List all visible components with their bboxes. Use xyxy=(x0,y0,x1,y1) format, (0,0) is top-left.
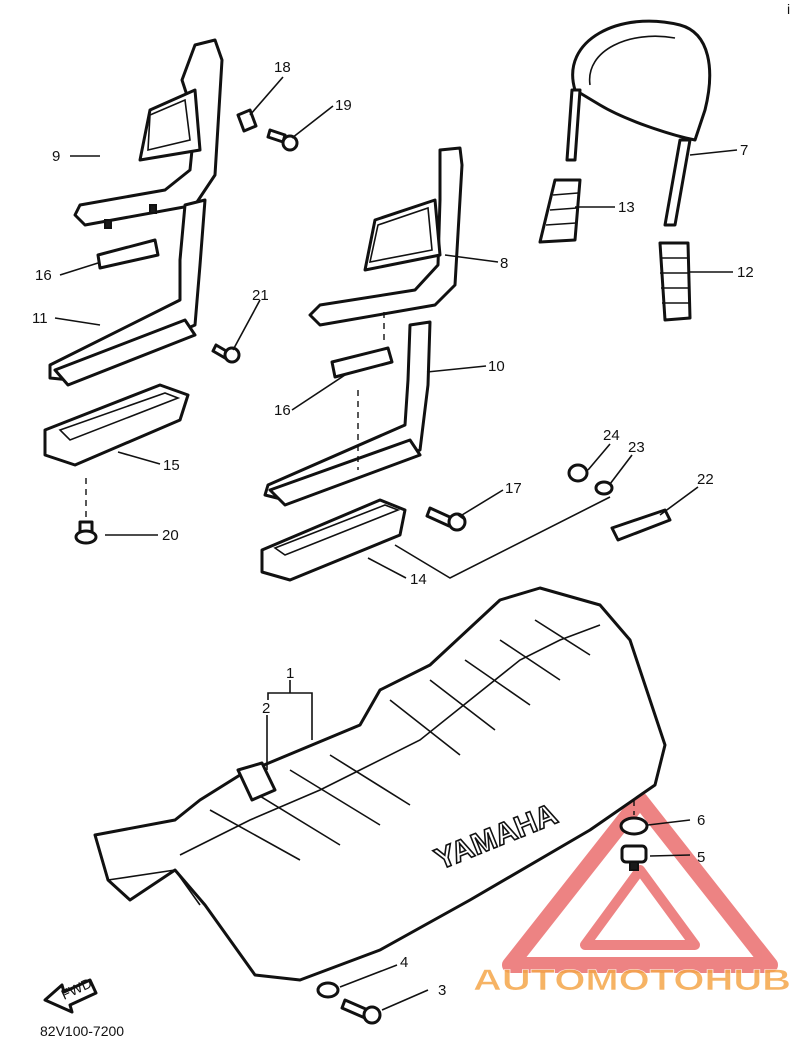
assembly-lines xyxy=(85,312,635,815)
label-part-8: 8 xyxy=(500,255,508,272)
label-part-19: 19 xyxy=(335,97,352,114)
label-part-15: 15 xyxy=(163,457,180,474)
part-number-labels: 1 2 3 4 5 6 7 8 9 10 11 12 13 14 15 16 1… xyxy=(32,59,754,999)
leader-lines xyxy=(54,76,738,1011)
part-18-nut xyxy=(236,108,258,133)
part-10-bracket xyxy=(263,320,432,507)
label-part-9: 9 xyxy=(52,148,60,165)
label-part-7: 7 xyxy=(740,142,748,159)
watermark-triangle-inner xyxy=(580,865,700,950)
drawing-code: 82V100-7200 xyxy=(40,1023,124,1039)
label-part-22: 22 xyxy=(697,471,714,488)
label-part-4: 4 xyxy=(400,954,408,971)
label-part-23: 23 xyxy=(628,439,645,456)
label-part-24: 24 xyxy=(603,427,620,444)
label-part-6: 6 xyxy=(697,812,705,829)
part-16-pad-middle xyxy=(330,346,394,379)
part-16-pad-left xyxy=(96,238,160,270)
watermark-wordmark: AUTOMOTOHUB xyxy=(473,964,792,998)
part-3-bolt xyxy=(340,998,382,1025)
label-part-13: 13 xyxy=(618,199,635,216)
label-part-2: 2 xyxy=(262,700,270,717)
part-17-bolt xyxy=(425,506,467,532)
label-part-10: 10 xyxy=(488,358,505,375)
label-part-1: 1 xyxy=(286,665,294,682)
watermark-logo xyxy=(502,792,778,973)
label-part-21: 21 xyxy=(252,287,269,304)
label-part-3: 3 xyxy=(438,982,446,999)
label-part-16-left: 16 xyxy=(35,267,52,284)
part-12-boot xyxy=(658,241,692,322)
part-14-pad xyxy=(260,498,407,582)
part-9-grab-bar xyxy=(73,38,224,229)
part-22-plate xyxy=(610,508,672,542)
seat-assembly: YAMAHA xyxy=(93,586,667,982)
part-5-bolt xyxy=(620,844,648,871)
label-part-20: 20 xyxy=(162,527,179,544)
part-8-grab-bar xyxy=(308,146,464,327)
label-part-18: 18 xyxy=(274,59,291,76)
part-6-washer xyxy=(619,816,649,836)
part-15-pad xyxy=(43,383,190,467)
label-part-14: 14 xyxy=(410,571,427,588)
part-13-boot xyxy=(538,178,582,244)
part-4-washer xyxy=(316,981,340,999)
label-part-17: 17 xyxy=(505,480,522,497)
forward-arrow-icon: FWD xyxy=(43,975,98,1014)
part-11-bracket xyxy=(48,198,207,387)
part-7-backrest xyxy=(565,19,712,227)
label-part-16-middle: 16 xyxy=(274,402,291,419)
label-part-11: 11 xyxy=(32,310,48,327)
watermark-triangle-outer xyxy=(502,792,778,973)
corner-mark: i xyxy=(787,1,790,17)
part-24-nut xyxy=(567,463,589,483)
label-part-5: 5 xyxy=(697,849,705,866)
label-part-12: 12 xyxy=(737,264,754,281)
part-21-bolt xyxy=(211,343,241,364)
part-20-bolt xyxy=(74,520,98,545)
watermark-text: AUTOMOTOHUB xyxy=(473,964,791,997)
part-23-washer xyxy=(594,480,614,496)
part-19-bolt xyxy=(266,128,299,152)
